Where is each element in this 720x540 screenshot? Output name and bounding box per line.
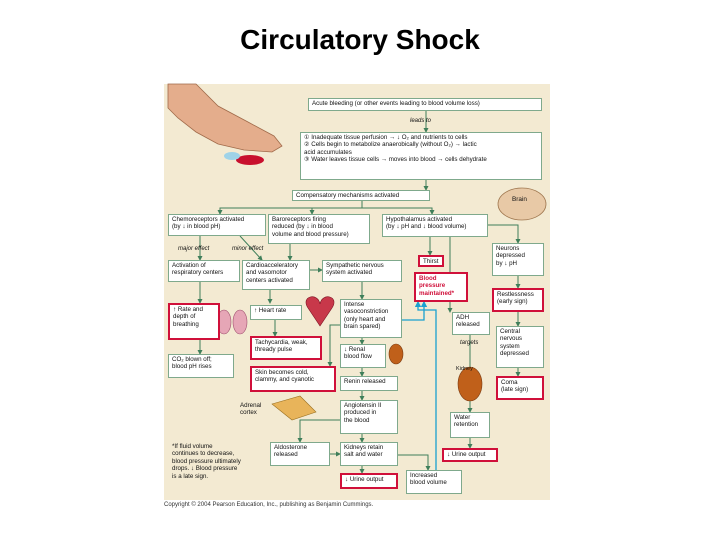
adrenal-cortex-label: Adrenal cortex	[240, 402, 262, 417]
vasoconstriction-box: Intense vasoconstriction (only heart and…	[340, 299, 402, 338]
kidney-illustration-left	[388, 343, 404, 365]
renal-flow-box: ↓ Renal blood flow	[340, 344, 386, 368]
foot-illustration	[167, 83, 283, 153]
effect-3: ③ Water leaves tissue cells → moves into…	[304, 156, 487, 164]
leads-to-label: leads to	[410, 118, 432, 124]
kidneys-retain-box: Kidneys retain salt and water	[340, 442, 398, 466]
compensatory-box: Compensatory mechanisms activated	[292, 190, 430, 201]
renin-box: Renin released	[340, 376, 398, 391]
page-title: Circulatory Shock	[240, 24, 480, 55]
rate-depth-box: ↑ Rate and depth of breathing	[168, 303, 220, 340]
lungs-illustration	[216, 309, 248, 335]
kidney-label: Kidney	[456, 366, 473, 372]
footnote: *If fluid volume continues to decrease, …	[172, 443, 241, 480]
baroreceptors-box: Baroreceptors firing reduced (by ↓ in bl…	[268, 214, 370, 244]
minor-effect-label: minor effect	[232, 246, 264, 252]
thirst-box: Thirst	[418, 255, 444, 267]
blood-drip-illustration	[224, 152, 264, 165]
major-effect-label: major effect	[178, 246, 210, 252]
respiratory-box: Activation of respiratory centers	[168, 260, 240, 282]
coma-box: Coma (late sign)	[496, 376, 544, 400]
effect-1: ① Inadequate tissue perfusion → ↓ O₂ and…	[304, 134, 468, 141]
hypothalamus-box: Hypothalamus activated (by ↓ pH and ↓ bl…	[382, 214, 488, 237]
brain-illustration	[497, 187, 547, 221]
copyright: Copyright © 2004 Pearson Education, Inc.…	[164, 502, 374, 508]
restlessness-box: Restlessness (early sign)	[492, 288, 544, 312]
targets-label: targets	[460, 340, 479, 346]
effects-box: ① Inadequate tissue perfusion → ↓ O₂ and…	[300, 132, 542, 180]
water-retention-box: Water retention	[450, 412, 490, 438]
cns-depressed-box: Central nervous system depressed	[496, 326, 544, 368]
adrenal-illustration	[271, 395, 317, 421]
aldosterone-box: Aldosterone released	[270, 442, 330, 466]
effect-2: ② Cells begin to metabolize anaerobicall…	[304, 141, 477, 156]
acute-bleeding-box: Acute bleeding (or other events leading …	[308, 98, 542, 111]
kidney-illustration-right	[457, 366, 483, 402]
co2-blown-box: CO₂ blown off; blood pH rises	[168, 354, 234, 378]
bp-maintained-box: Blood pressure maintained*	[414, 272, 468, 302]
sympathetic-box: Sympathetic nervous system activated	[322, 260, 402, 282]
neurons-depressed-box: Neurons depressed by ↓ pH	[492, 243, 544, 276]
brain-label: Brain	[512, 196, 527, 203]
adh-box: ADH released	[452, 312, 490, 335]
urine-output-right-box: ↓ Urine output	[442, 448, 498, 462]
heart-rate-box: ↑ Heart rate	[250, 305, 302, 320]
chemoreceptors-box: Chemoreceptors activated (by ↓ in blood …	[168, 214, 266, 236]
urine-output-bottom-box: ↓ Urine output	[340, 473, 398, 489]
increased-volume-box: Increased blood volume	[406, 470, 462, 494]
angiotensin-box: Angiotensin II produced in the blood	[340, 400, 398, 434]
skin-box: Skin becomes cold, clammy, and cyanotic	[250, 366, 336, 392]
tachycardia-box: Tachycardia, weak, thready pulse	[250, 336, 322, 360]
heart-illustration	[305, 296, 335, 327]
cardioacc-box: Cardioacceleratory and vasomotor centers…	[242, 260, 310, 290]
